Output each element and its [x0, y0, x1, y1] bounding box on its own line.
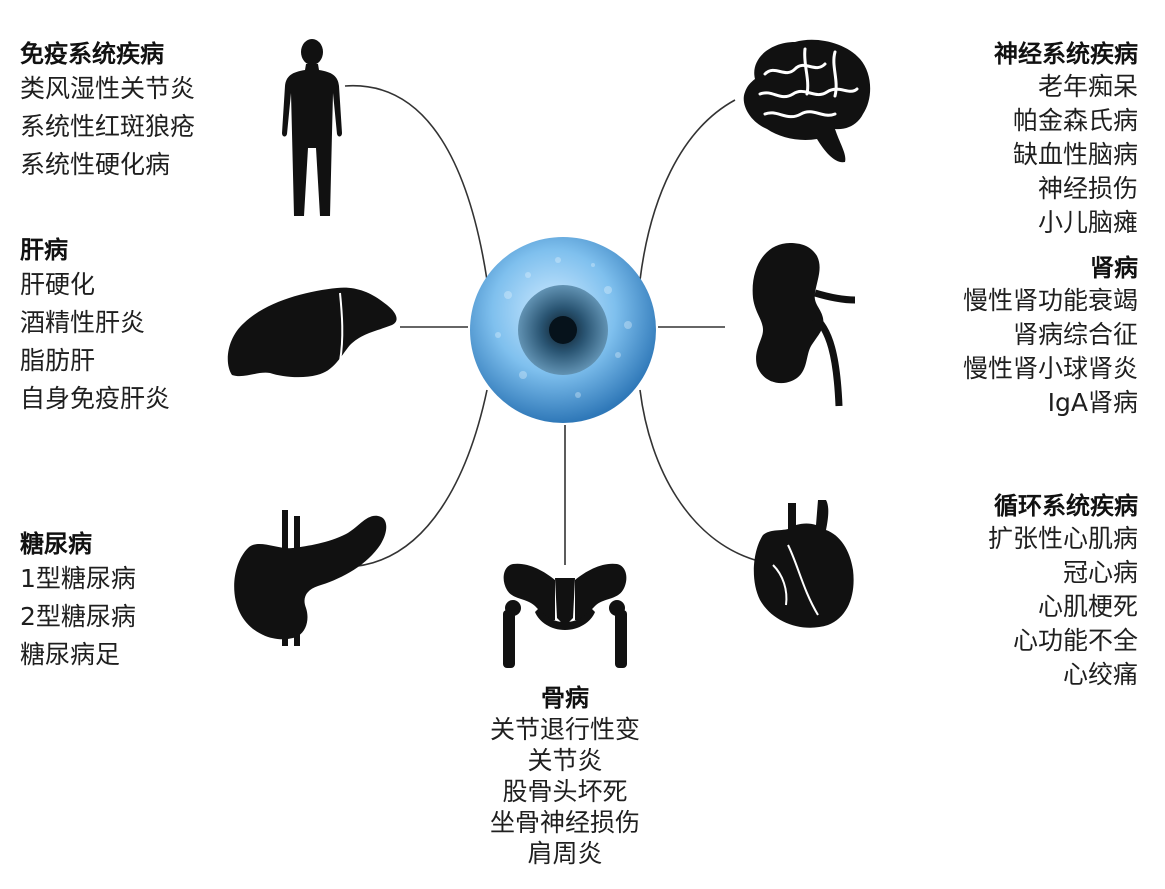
disease-list: 类风湿性关节炎 系统性红斑狼疮 系统性硬化病 [20, 70, 195, 184]
category-title: 骨病 [541, 684, 589, 712]
connector-diabetes [344, 389, 488, 568]
human-body-icon [282, 39, 342, 216]
disease-list: 老年痴呆 帕金森氏病 缺血性脑病 神经损伤 小儿脑瘫 [994, 70, 1138, 240]
disease-item: 自身免疫肝炎 [20, 384, 171, 413]
disease-item: IgA肾病 [1047, 388, 1138, 417]
disease-item: 肩周炎 [527, 839, 603, 868]
disease-item: 关节退行性变 [489, 715, 640, 744]
disease-list: 1型糖尿病 2型糖尿病 糖尿病足 [20, 560, 136, 674]
category-title: 糖尿病 [20, 530, 92, 558]
disease-item: 糖尿病足 [20, 640, 121, 669]
disease-item: 脂肪肝 [20, 346, 96, 375]
disease-item: 缺血性脑病 [1012, 140, 1138, 169]
disease-item: 系统性硬化病 [20, 150, 171, 179]
connector-circ [639, 389, 756, 561]
category-title: 神经系统疾病 [994, 40, 1138, 68]
disease-list: 肝硬化 酒精性肝炎 脂肪肝 自身免疫肝炎 [20, 266, 170, 418]
pancreas-icon [234, 510, 387, 646]
disease-item: 坐骨神经损伤 [489, 808, 640, 837]
category-kidney: 肾病 慢性肾功能衰竭 肾病综合征 慢性肾小球肾炎 IgA肾病 [963, 252, 1138, 420]
category-title: 免疫系统疾病 [20, 40, 164, 68]
category-title: 肝病 [20, 236, 68, 264]
category-immune: 免疫系统疾病 类风湿性关节炎 系统性红斑狼疮 系统性硬化病 [20, 38, 195, 184]
heart-icon [753, 500, 854, 628]
category-neuro: 神经系统疾病 老年痴呆 帕金森氏病 缺血性脑病 神经损伤 小儿脑瘫 [994, 38, 1138, 240]
disease-item: 类风湿性关节炎 [20, 74, 196, 103]
category-title: 循环系统疾病 [994, 492, 1138, 520]
liver-icon [227, 287, 397, 378]
disease-item: 酒精性肝炎 [20, 308, 146, 337]
disease-item: 2型糖尿病 [20, 602, 136, 631]
pelvis-icon [503, 563, 627, 668]
disease-item: 慢性肾功能衰竭 [962, 286, 1138, 315]
disease-item: 肾病综合征 [1012, 320, 1138, 349]
kidney-icon [752, 243, 856, 407]
category-title: 肾病 [1090, 254, 1138, 282]
disease-item: 心绞痛 [1062, 660, 1138, 689]
disease-list: 扩张性心肌病 冠心病 心肌梗死 心功能不全 心绞痛 [988, 522, 1138, 692]
disease-item: 系统性红斑狼疮 [20, 112, 196, 141]
disease-item: 神经损伤 [1037, 174, 1138, 203]
connector-neuro [639, 99, 736, 281]
disease-item: 心肌梗死 [1037, 592, 1138, 621]
disease-item: 1型糖尿病 [20, 564, 136, 593]
category-circulatory: 循环系统疾病 扩张性心肌病 冠心病 心肌梗死 心功能不全 心绞痛 [988, 490, 1138, 692]
category-diabetes: 糖尿病 1型糖尿病 2型糖尿病 糖尿病足 [20, 528, 136, 674]
category-liver: 肝病 肝硬化 酒精性肝炎 脂肪肝 自身免疫肝炎 [20, 234, 170, 418]
disease-list: 慢性肾功能衰竭 肾病综合征 慢性肾小球肾炎 IgA肾病 [963, 284, 1138, 420]
disease-item: 慢性肾小球肾炎 [962, 354, 1138, 383]
disease-item: 股骨头坏死 [502, 777, 628, 806]
disease-item: 关节炎 [527, 746, 603, 775]
disease-item: 老年痴呆 [1037, 72, 1138, 101]
disease-item: 冠心病 [1062, 558, 1138, 587]
disease-item: 肝硬化 [20, 270, 96, 299]
disease-item: 帕金森氏病 [1012, 106, 1138, 135]
connector-immune [344, 85, 488, 281]
stem-cell-icon [470, 237, 656, 423]
category-bone: 骨病 关节退行性变 关节炎 股骨头坏死 坐骨神经损伤 肩周炎 [465, 682, 665, 869]
disease-item: 心功能不全 [1012, 626, 1138, 655]
disease-item: 小儿脑瘫 [1037, 208, 1138, 237]
disease-list: 关节退行性变 关节炎 股骨头坏死 坐骨神经损伤 肩周炎 [465, 714, 665, 869]
disease-item: 扩张性心肌病 [987, 524, 1138, 553]
brain-icon [743, 39, 871, 163]
